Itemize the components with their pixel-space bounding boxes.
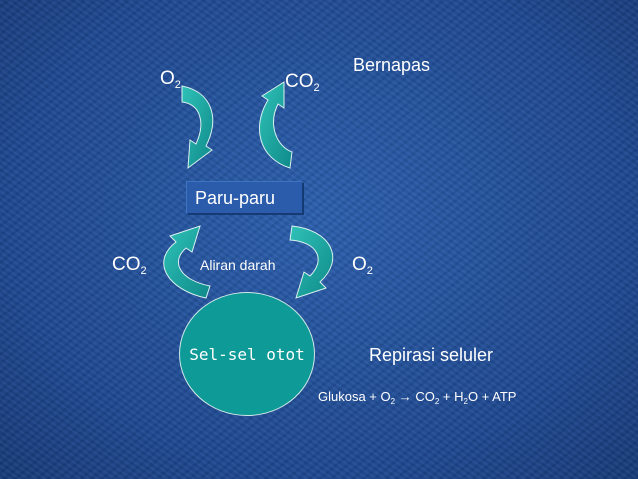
co2-blood-arrow <box>163 225 211 299</box>
co2-outflow-arrow <box>259 81 293 169</box>
o2-blood-arrow <box>289 225 334 299</box>
respiration-equation: Glukosa + O2 → CO2 + H2O + ATP <box>318 389 517 406</box>
co2-left-label: CO2 <box>112 254 147 277</box>
cellular-respiration-label: Repirasi seluler <box>369 345 494 365</box>
arrow-icon: → <box>398 389 412 404</box>
co2-top-label: CO2 <box>285 71 320 94</box>
breathing-label: Bernapas <box>353 55 431 75</box>
o2-inflow-arrow <box>181 85 214 170</box>
blood-flow-label: Aliran darah <box>200 257 276 273</box>
o2-top-label: O2 <box>160 68 181 91</box>
muscle-cells-ellipse: Sel-sel otot <box>179 292 315 416</box>
muscle-cells-label: Sel-sel otot <box>189 344 305 364</box>
lungs-box: Paru-paru <box>186 181 302 213</box>
o2-right-label: O2 <box>352 254 373 277</box>
